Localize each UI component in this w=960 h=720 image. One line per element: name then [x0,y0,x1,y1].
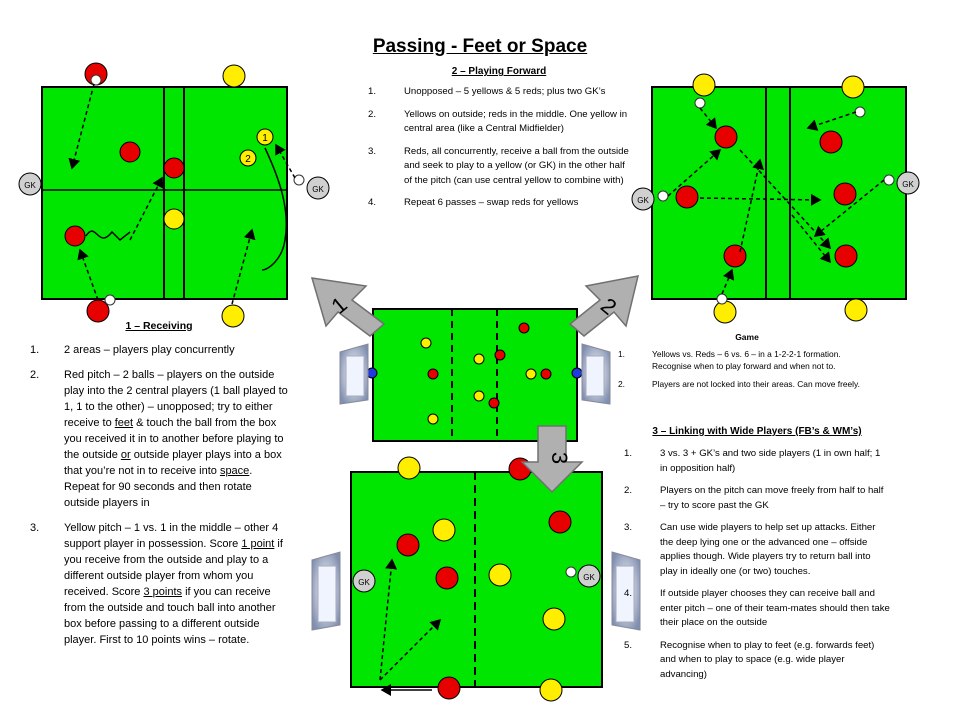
list-item: 3.Can use wide players to help set up at… [624,522,876,577]
list-item: 1.Unopposed – 5 yellows & 5 reds; plus t… [368,86,606,97]
red-player [119,141,141,163]
red-player [833,182,857,206]
section-title: 1 – Receiving [125,320,193,332]
section-receiving: 1 – Receiving 1.2 areas – players play c… [30,320,288,657]
gk-label: GK [637,196,649,205]
pitch-game [339,308,611,442]
yellow-player [692,73,716,97]
ball [854,106,866,118]
yellow-player [713,300,737,324]
ball [565,566,577,578]
player-label-2: 2 [245,154,251,165]
arrow-1: 1 [310,277,386,337]
yellow-player-1 [256,128,274,146]
yellow-player [841,75,865,99]
ball [716,293,728,305]
goal-right [581,343,611,405]
gk-label: GK [358,578,370,587]
list-item: 2.Yellows on outside; reds in the middle… [368,108,628,135]
gk-marker [896,171,920,195]
section-title: 3 – Linking with Wide Players (FB’s & WM… [652,426,862,437]
pitch-receiving: 1 2 GK GK [18,62,330,328]
pitch-linking-field [350,471,603,688]
yellow-player [222,64,246,88]
list-item: 2.Players on the pitch can move freely f… [624,485,884,511]
list-item: 1.Yellows vs. Reds – 6 vs. 6 – in a 1-2-… [618,349,841,371]
yellow-player-2 [239,149,257,167]
list-item: 3.Yellow pitch – 1 vs. 1 in the middle –… [30,522,283,646]
gk-marker [631,187,655,211]
goal-right-bottom [611,551,641,631]
gk-marker [352,569,376,593]
ball [657,190,669,202]
ball [293,174,305,186]
ball [104,294,116,306]
list-item: 3.Reds, all concurrently, receive a ball… [368,145,629,186]
yellow-player [844,298,868,322]
section-linking: 3 – Linking with Wide Players (FB’s & WM… [624,426,890,690]
arrow-3-label: 3 [547,452,572,464]
ball [694,97,706,109]
list-item: 5.Recognise when to play to feet (e.g. f… [624,639,875,680]
yellow-player [163,208,185,230]
gk-label: GK [24,181,36,190]
list-item: 2.Players are not locked into their area… [618,379,860,389]
section-playing-forward: 2 – Playing Forward 1.Unopposed – 5 yell… [368,66,630,219]
goal-left [339,343,369,405]
arrow-2: 2 [568,275,640,337]
gk-marker [577,564,601,588]
red-player [834,244,858,268]
gk-dot [571,367,583,379]
gk-marker [306,176,330,200]
list-item: 2.Red pitch – 2 balls – players on the o… [30,369,288,509]
gk-label: GK [902,180,914,189]
list-item: 4.If outside player chooses they can rec… [624,588,890,628]
ball [90,74,102,86]
pitch-linking: GK GK [311,456,641,702]
pitch-playing-forward: GK GK [631,73,920,324]
red-player [723,244,747,268]
ball [883,174,895,186]
red-player [675,185,699,209]
section-title: 2 – Playing Forward [451,66,547,77]
goal-left-bottom [311,551,341,631]
gk-label: GK [583,573,595,582]
section-title: Game [735,332,759,342]
yellow-player [221,304,245,328]
red-player [163,157,185,179]
list-item: 4.Repeat 6 passes – swap reds for yellow… [368,197,579,208]
red-player [64,225,86,247]
page-title: Passing - Feet or Space [372,36,588,57]
red-player [819,130,843,154]
arrow-3: 3 [520,425,584,494]
gk-marker [18,172,42,196]
list-item: 1.2 areas – players play concurrently [30,344,235,356]
section-game: Game 1.Yellows vs. Reds – 6 vs. 6 – in a… [618,332,876,396]
player-label-1: 1 [262,133,268,144]
list-item: 1.3 vs. 3 + GK’s and two side players (1… [624,448,881,474]
gk-label: GK [312,185,324,194]
red-player [714,125,738,149]
